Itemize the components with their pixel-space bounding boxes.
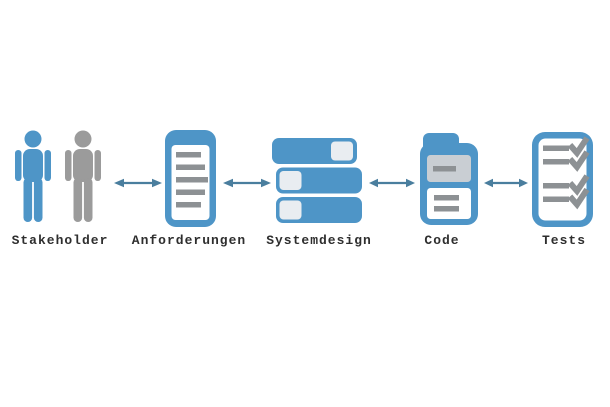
code-label: Code	[424, 233, 460, 248]
bidirectional-arrow-icon	[369, 178, 415, 188]
anforderungen-label: Anforderungen	[131, 233, 247, 248]
requirements-document-icon	[165, 130, 216, 227]
tests-label: Tests	[541, 233, 586, 248]
gray-person-icon	[65, 130, 101, 222]
bidirectional-arrow-icon	[114, 178, 162, 188]
systemdesign-label: Systemdesign	[266, 233, 372, 248]
connector-arrow-3	[367, 176, 417, 190]
tests-node	[532, 132, 593, 227]
code-node	[420, 133, 478, 225]
code-folder-icon	[420, 133, 478, 225]
connector-arrow-4	[482, 176, 530, 190]
blue-person-icon	[15, 130, 51, 222]
bidirectional-arrow-icon	[484, 178, 528, 188]
connector-arrow-1	[112, 176, 164, 190]
people-icon	[15, 130, 101, 222]
systemdesign-node	[272, 138, 362, 223]
stacked-modules-icon	[272, 138, 362, 223]
checklist-icon	[532, 132, 593, 227]
bidirectional-arrow-icon	[223, 178, 271, 188]
stakeholder-label: Stakeholder	[11, 233, 109, 248]
connector-arrow-2	[221, 176, 273, 190]
anforderungen-node	[165, 130, 216, 227]
stakeholder-node	[10, 130, 110, 222]
